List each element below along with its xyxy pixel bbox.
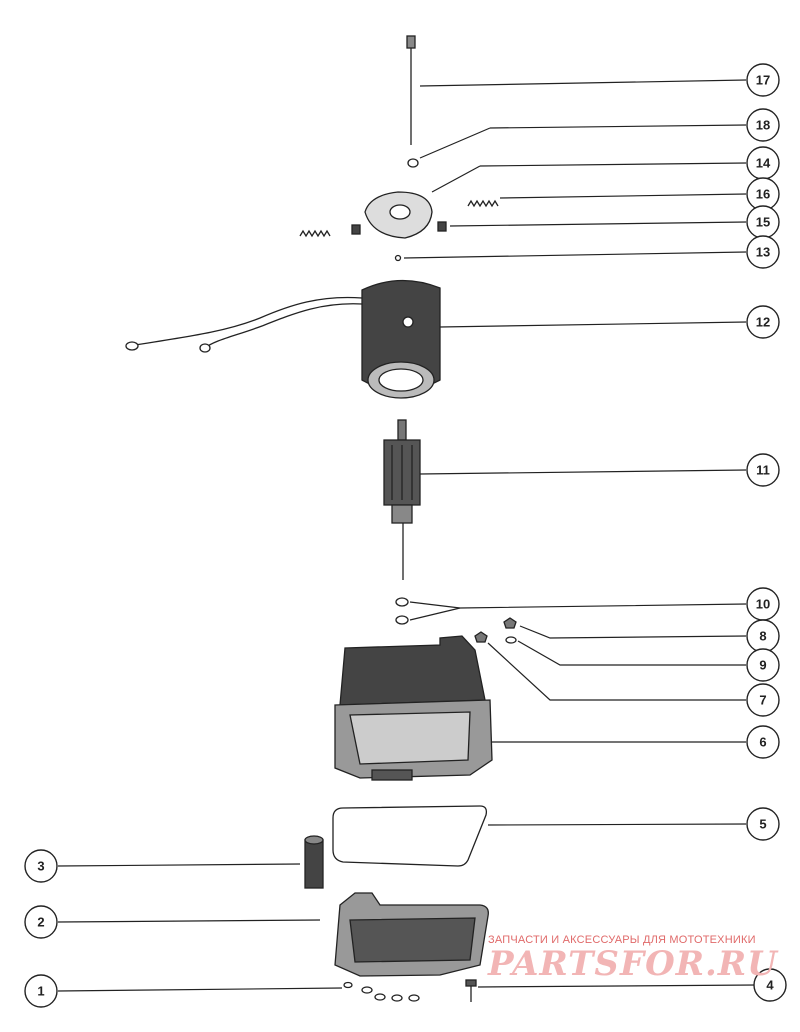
- callout-9-label: 9: [759, 658, 766, 673]
- part-pin: [304, 835, 324, 889]
- callout-18: 18: [746, 108, 780, 142]
- callout-2-label: 2: [37, 915, 44, 930]
- callout-4: 4: [753, 968, 787, 1002]
- part-washers-1: [343, 981, 420, 1002]
- callout-3-label: 3: [37, 859, 44, 874]
- leader-lines: [57, 79, 757, 992]
- watermark-logo: PARTSFOR.RU: [488, 944, 778, 984]
- callout-3: 3: [24, 849, 58, 883]
- callout-12-label: 12: [756, 315, 770, 330]
- watermark: ЗАПЧАСТИ И АКСЕССУАРЫ ДЛЯ МОТОТЕХНИКИ PA…: [488, 934, 788, 982]
- part-nut-8: [503, 617, 517, 629]
- callout-1: 1: [24, 974, 58, 1008]
- part-nut-7: [474, 631, 488, 643]
- part-gasket: [332, 805, 488, 867]
- callout-15-label: 15: [756, 215, 770, 230]
- part-brush-plate: [351, 191, 447, 239]
- part-cover-plate: [334, 892, 489, 977]
- part-gear-housing: [334, 635, 493, 781]
- callout-6-label: 6: [759, 735, 766, 750]
- callout-5: 5: [746, 807, 780, 841]
- callout-11-label: 11: [756, 463, 770, 478]
- callout-16-label: 16: [756, 187, 770, 202]
- part-washer-18: [407, 158, 419, 168]
- callout-17-label: 17: [756, 73, 770, 88]
- part-washer-13: [394, 254, 402, 262]
- callout-10: 10: [746, 587, 780, 621]
- part-field-frame: [125, 279, 441, 399]
- callout-7-label: 7: [759, 693, 766, 708]
- part-screw-4: [465, 979, 477, 1002]
- callout-4-label: 4: [766, 978, 774, 993]
- part-armature: [383, 419, 421, 580]
- callout-17: 17: [746, 63, 780, 97]
- callout-2: 2: [24, 905, 58, 939]
- part-washer-10b: [395, 615, 409, 625]
- watermark-tagline: ЗАПЧАСТИ И АКСЕССУАРЫ ДЛЯ МОТОТЕХНИКИ: [488, 934, 756, 946]
- callout-9: 9: [746, 648, 780, 682]
- part-washer-9: [505, 636, 517, 644]
- callout-8-label: 8: [759, 629, 766, 644]
- callout-13: 13: [746, 235, 780, 269]
- callout-15: 15: [746, 205, 780, 239]
- callout-6: 6: [746, 725, 780, 759]
- callout-11: 11: [746, 453, 780, 487]
- callout-14: 14: [746, 146, 780, 180]
- callout-18-label: 18: [756, 118, 770, 133]
- callout-5-label: 5: [759, 817, 766, 832]
- part-spring-left: [299, 229, 331, 238]
- callout-16: 16: [746, 177, 780, 211]
- callout-14-label: 14: [756, 156, 771, 171]
- callout-10-label: 10: [756, 597, 770, 612]
- part-spring-right: [467, 199, 499, 208]
- callout-13-label: 13: [756, 245, 770, 260]
- callout-12: 12: [746, 305, 780, 339]
- callout-1-label: 1: [37, 984, 44, 999]
- part-thru-bolt: [406, 35, 416, 145]
- part-washer-10a: [395, 597, 409, 607]
- callout-8: 8: [746, 619, 780, 653]
- callout-7: 7: [746, 683, 780, 717]
